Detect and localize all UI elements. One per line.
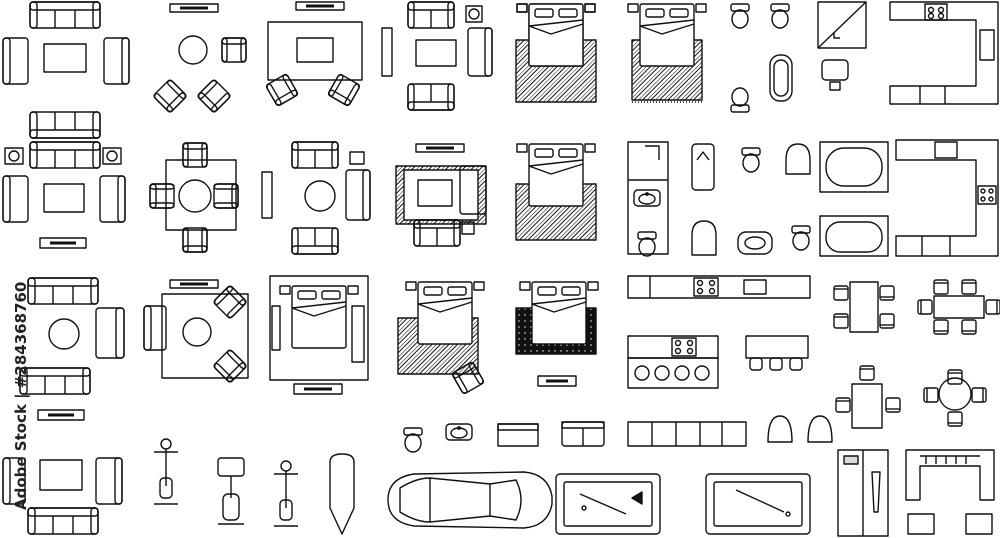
bathroom-row-4 — [403, 422, 604, 453]
media-living-set — [396, 144, 486, 247]
living-set-2 — [382, 1, 492, 111]
billiard-table-2 — [706, 474, 810, 534]
dining-table-round-2 — [835, 365, 901, 428]
adobe-stock-watermark: Adobe Stock | #284368760 — [12, 282, 31, 510]
angled-lounge — [144, 280, 248, 384]
square-lounge-1 — [149, 142, 239, 253]
bed-on-rug-1 — [516, 3, 596, 102]
kitchen-counters — [628, 276, 810, 388]
watermark-text: Adobe Stock | #284368760 — [12, 282, 31, 510]
kitchen-layout-1 — [890, 2, 998, 104]
bathtubs — [820, 142, 888, 256]
wardrobe-1 — [838, 450, 888, 536]
bed-on-rug-3 — [516, 143, 596, 240]
square-lounge-2 — [262, 141, 370, 255]
bed-on-rug-2 — [627, 3, 707, 102]
living-set-4 — [19, 277, 124, 420]
kitchen-layout-2 — [896, 140, 998, 256]
car — [388, 472, 552, 528]
billiard-table-1 — [556, 474, 660, 534]
dining-table-4 — [833, 282, 895, 332]
tv-lounge-set — [264, 2, 362, 108]
shower-and-chair — [818, 2, 866, 90]
living-set-1 — [3, 1, 129, 139]
bedroom-plan-2 — [398, 281, 486, 396]
bathroom-fixtures-2 — [628, 142, 811, 257]
bathroom-fixtures-1 — [730, 3, 792, 113]
counter-and-chairs — [628, 416, 832, 446]
fitness-equipment — [153, 438, 354, 534]
lounge-set-round-table — [152, 4, 247, 114]
living-set-5 — [3, 458, 122, 535]
dining-table-round-4 — [923, 369, 987, 427]
bed-on-dark-rug — [516, 281, 599, 386]
bedroom-plan-1 — [270, 276, 368, 394]
living-set-3 — [3, 141, 125, 248]
dining-table-6 — [917, 279, 1000, 335]
wardrobe-2 — [906, 450, 994, 534]
